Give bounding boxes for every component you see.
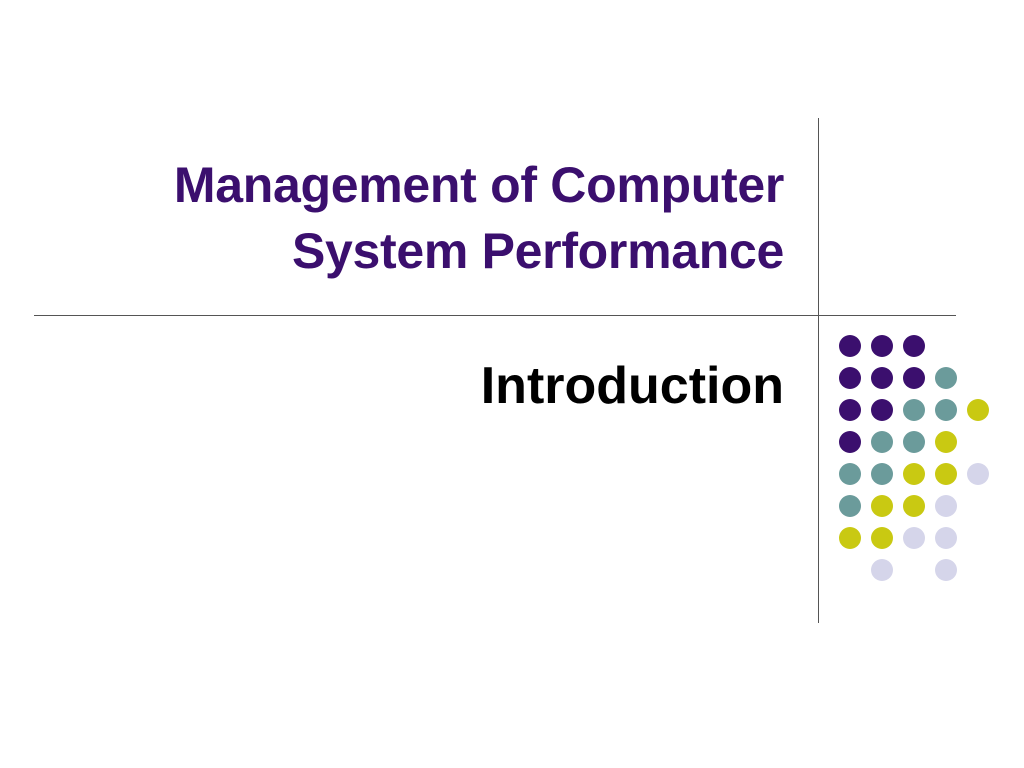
decorative-dot-purple — [839, 399, 861, 421]
decorative-dot-olive — [935, 463, 957, 485]
decorative-dot-purple — [871, 399, 893, 421]
decorative-dot-olive — [967, 399, 989, 421]
decorative-dot-lavender — [935, 527, 957, 549]
decorative-dot-teal — [871, 431, 893, 453]
horizontal-divider — [34, 315, 956, 316]
decorative-dot-olive — [935, 431, 957, 453]
decorative-dot-lavender — [967, 463, 989, 485]
decorative-dot-olive — [871, 527, 893, 549]
slide-title-line-1: Management of Computer — [173, 157, 784, 213]
decorative-dot-lavender — [935, 495, 957, 517]
decorative-dot-lavender — [903, 527, 925, 549]
decorative-dot-lavender — [935, 559, 957, 581]
decorative-dot-purple — [903, 335, 925, 357]
decorative-dot-teal — [839, 495, 861, 517]
decorative-dot-purple — [903, 367, 925, 389]
decorative-dot-purple — [871, 367, 893, 389]
decorative-dot-teal — [839, 463, 861, 485]
decorative-dot-olive — [903, 463, 925, 485]
slide-title: Management of Computer System Performanc… — [60, 152, 784, 284]
decorative-dot-purple — [871, 335, 893, 357]
decorative-dot-lavender — [871, 559, 893, 581]
decorative-dot-olive — [903, 495, 925, 517]
decorative-dot-teal — [935, 367, 957, 389]
slide-subtitle: Introduction — [480, 357, 784, 415]
decorative-dot-teal — [935, 399, 957, 421]
vertical-divider — [818, 118, 819, 623]
decorative-dot-teal — [871, 463, 893, 485]
decorative-dot-purple — [839, 367, 861, 389]
slide-title-line-2: System Performance — [291, 223, 784, 279]
decorative-dot-purple — [839, 431, 861, 453]
decorative-dot-olive — [871, 495, 893, 517]
decorative-dot-purple — [839, 335, 861, 357]
decorative-dot-teal — [903, 431, 925, 453]
decorative-dot-olive — [839, 527, 861, 549]
decorative-dot-teal — [903, 399, 925, 421]
